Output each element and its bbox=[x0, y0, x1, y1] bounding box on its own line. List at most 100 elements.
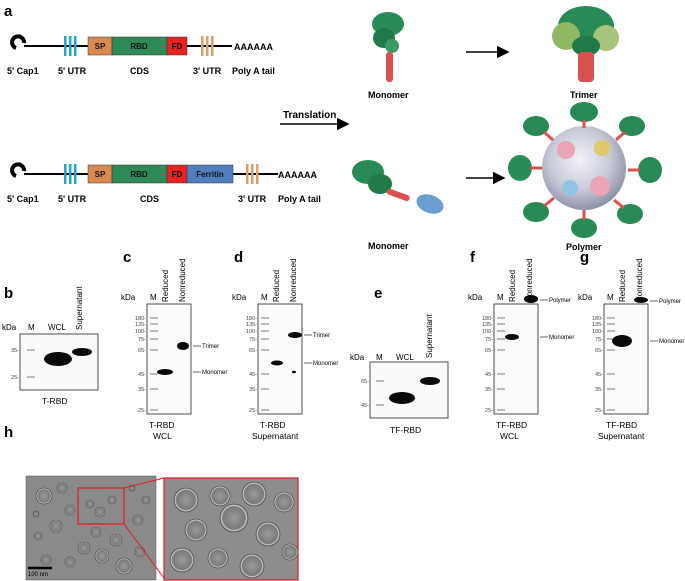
blot-d-ladder-band bbox=[261, 388, 269, 390]
monomer-label-2: Monomer bbox=[368, 241, 409, 251]
monomer-structure-2 bbox=[352, 160, 446, 217]
blot-g-caption2: Supernatant bbox=[598, 431, 645, 441]
kda-label: kDa bbox=[121, 293, 136, 302]
monomer-structure-1 bbox=[372, 12, 404, 82]
blot-f-ladder-band bbox=[497, 323, 505, 325]
blot-f-tick: 135- bbox=[482, 322, 493, 328]
blot-d-ladder-band bbox=[261, 349, 269, 351]
blot-g-ladder-band bbox=[607, 330, 615, 332]
blot-f-ladder-band bbox=[497, 349, 505, 351]
em-vesicle-zoom bbox=[256, 522, 280, 546]
lane-reduced-label: Reduced bbox=[618, 270, 627, 302]
blot-d-tick: 100- bbox=[246, 329, 257, 335]
panel-label-e: e bbox=[374, 285, 382, 302]
blot-f-ladder-band bbox=[497, 330, 505, 332]
kda-label: kDa bbox=[232, 293, 247, 302]
blot-d-tick: 135- bbox=[246, 322, 257, 328]
em-vesicle bbox=[86, 500, 94, 508]
blot-c-trimer-label: Trimer bbox=[202, 344, 219, 350]
em-vesicle bbox=[135, 547, 145, 557]
blot-f-band bbox=[505, 334, 519, 340]
cap-icon bbox=[12, 164, 24, 176]
blot-c-tick: 25- bbox=[138, 408, 146, 414]
blot-d-ladder-band bbox=[261, 317, 269, 319]
blot-d-caption2: Supernatant bbox=[252, 431, 299, 441]
kda-label: kDa bbox=[468, 293, 483, 302]
em-vesicle-zoom bbox=[274, 492, 294, 512]
blot-c-caption1: T-RBD bbox=[149, 420, 175, 430]
blot-b-ladder-band bbox=[27, 376, 35, 378]
utr3-stripes bbox=[201, 36, 214, 56]
blot-d-band bbox=[271, 361, 283, 366]
em-vesicle bbox=[91, 527, 101, 537]
blot-d-ladder-band bbox=[261, 323, 269, 325]
panel-label-h: h bbox=[4, 424, 13, 441]
blot-g-polymer-label: Polymer bbox=[659, 299, 681, 305]
blot-e-ladder-band bbox=[376, 380, 384, 382]
blot-g-monomer-label: Monomer bbox=[659, 339, 684, 345]
blot-g-caption1: TF-RBD bbox=[606, 420, 637, 430]
blot-g-ladder-band bbox=[607, 388, 615, 390]
blot-d-band bbox=[288, 332, 302, 338]
blot-f-monomer-label: Monomer bbox=[549, 335, 574, 341]
blot-b-wcl-band bbox=[44, 352, 72, 366]
blot-b-caption: T-RBD bbox=[42, 396, 68, 406]
blot-c-ladder-band bbox=[150, 317, 158, 319]
blot-d-ladder-band bbox=[261, 338, 269, 340]
em-vesicle bbox=[65, 505, 75, 515]
blot-d-tick: 25- bbox=[249, 408, 257, 414]
monomer-label-1: Monomer bbox=[368, 90, 409, 100]
em-vesicle-zoom bbox=[185, 519, 207, 541]
blot-g-tick: 135- bbox=[592, 322, 603, 328]
blot-c-band bbox=[157, 369, 173, 375]
blot-e-wcl-band bbox=[389, 392, 415, 404]
blot-d-tick: 75- bbox=[249, 337, 257, 343]
em-vesicle-zoom bbox=[210, 486, 230, 506]
cap-label: 5' Cap1 bbox=[7, 66, 39, 76]
sp-label: SP bbox=[95, 42, 106, 51]
cds-label: CDS bbox=[130, 66, 149, 76]
utr3-label: 3' UTR bbox=[193, 66, 222, 76]
lane-nonreduced-label: Nonreduced bbox=[635, 258, 644, 302]
panel-label-f: f bbox=[470, 249, 476, 266]
blot-f-ladder-band bbox=[497, 409, 505, 411]
blot-f-tick: 75- bbox=[485, 337, 493, 343]
blot-f-caption1: TF-RBD bbox=[496, 420, 527, 430]
blot-c-ladder-band bbox=[150, 388, 158, 390]
sp-label: SP bbox=[95, 170, 106, 179]
em-vesicle bbox=[65, 557, 75, 567]
em-vesicle-zoom bbox=[220, 504, 248, 532]
rbd-label: RBD bbox=[130, 42, 148, 51]
blot-d-trimer-label: Trimer bbox=[313, 333, 330, 339]
blot-g-ladder-band bbox=[607, 373, 615, 375]
kda-label: kDa bbox=[578, 293, 593, 302]
lane-reduced-label: Reduced bbox=[272, 270, 281, 302]
blot-c-ladder-band bbox=[150, 338, 158, 340]
utr3-stripes bbox=[246, 164, 259, 184]
em-vesicle bbox=[108, 496, 116, 504]
lane-m-label: M bbox=[497, 293, 504, 302]
blot-b-tick: 35- bbox=[11, 348, 19, 354]
blot-f-tick: 65- bbox=[485, 348, 493, 354]
em-vesicle bbox=[95, 549, 109, 563]
em-vesicle-zoom bbox=[174, 488, 198, 512]
polya-label: Poly A tail bbox=[232, 66, 275, 76]
em-vesicle bbox=[116, 558, 132, 574]
em-vesicle bbox=[95, 507, 105, 517]
trimer-label: Trimer bbox=[570, 90, 598, 100]
lane-m-label: M bbox=[607, 293, 614, 302]
blot-b-ladder-band bbox=[27, 349, 35, 351]
blot-g-tick: 45- bbox=[595, 372, 603, 378]
kda-label: kDa bbox=[2, 323, 17, 332]
blot-f-caption2: WCL bbox=[500, 431, 519, 441]
fd-label: FD bbox=[172, 42, 183, 51]
cap-label: 5' Cap1 bbox=[7, 194, 39, 204]
blot-f-polymer-label: Polymer bbox=[549, 298, 571, 304]
polymer-structure bbox=[508, 102, 662, 238]
blot-d-tick: 45- bbox=[249, 372, 257, 378]
blot-g-tick: 65- bbox=[595, 348, 603, 354]
blot-c-band bbox=[177, 342, 189, 350]
em-vesicle bbox=[50, 520, 62, 532]
blot-g-ladder-band bbox=[607, 323, 615, 325]
